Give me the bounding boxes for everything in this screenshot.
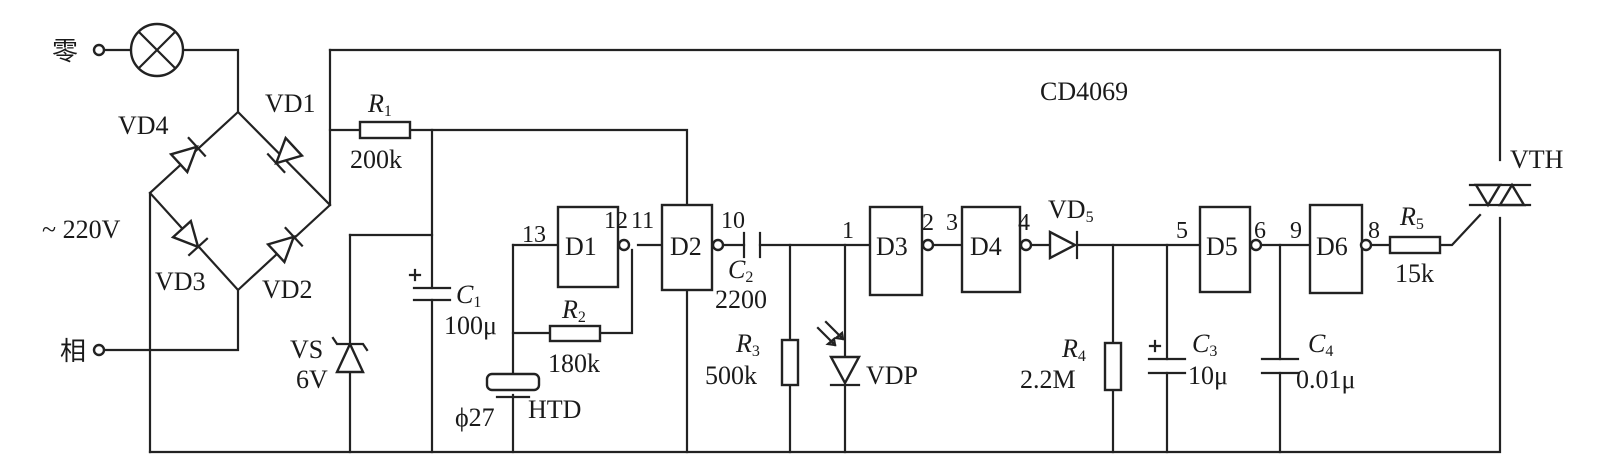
vth-label: VTH: [1510, 145, 1564, 174]
vdp-label: VDP: [866, 361, 918, 390]
c4-value: 0.01μ: [1296, 365, 1355, 394]
phase-label: 相: [60, 337, 86, 367]
c2-label: C2: [728, 255, 753, 286]
r3-value: 500k: [705, 361, 757, 390]
zener-vs: [331, 336, 369, 374]
pin-9: 9: [1290, 218, 1302, 244]
r1-label: R1: [367, 89, 392, 120]
resistor-r1: [358, 120, 412, 140]
pin-13: 13: [522, 222, 546, 248]
r5-value: 15k: [1395, 259, 1434, 288]
pin-12: 12: [604, 208, 628, 234]
c1-label: C1: [456, 280, 481, 311]
c2-value: 2200: [715, 285, 767, 314]
resistor-r4: [1103, 341, 1123, 392]
pin-5: 5: [1176, 218, 1188, 244]
r4-value: 2.2M: [1020, 365, 1076, 394]
gate-d6: [1308, 203, 1373, 295]
pin-11: 11: [631, 208, 654, 234]
diode-vd5: [1048, 230, 1079, 260]
htd-label: HTD: [528, 395, 581, 424]
pin-10: 10: [721, 208, 745, 234]
photodiode-vdp: [816, 320, 862, 387]
supply-label: ~ 220V: [42, 215, 121, 244]
pin-6: 6: [1254, 218, 1266, 244]
resistor-r3: [780, 338, 800, 387]
gate-d2: [660, 203, 725, 292]
gate-d3: [868, 205, 935, 297]
c1-value: 100μ: [444, 311, 497, 340]
vs-label: VS: [290, 335, 323, 364]
vs-value: 6V: [296, 365, 328, 394]
pin-2: 2: [922, 210, 934, 236]
diode-vd3: [170, 218, 209, 257]
neutral-label: 零: [52, 37, 78, 67]
c3-value: 10μ: [1188, 361, 1228, 390]
phase-terminal: [92, 343, 106, 357]
vd4-label: VD4: [118, 111, 169, 140]
gate-d4: [960, 205, 1033, 294]
r4-label: R4: [1061, 334, 1086, 365]
vd5-label: VD5: [1048, 195, 1094, 226]
diode-vd1: [266, 135, 305, 174]
pin-3: 3: [946, 210, 958, 236]
gate-d5-label: D5: [1206, 232, 1238, 261]
vd1-label: VD1: [265, 89, 316, 118]
buzzer-htd: [485, 372, 541, 399]
capacitor-c2: [742, 231, 762, 259]
htd-size: ϕ27: [455, 403, 495, 432]
pin-4: 4: [1018, 210, 1030, 236]
r5-label: R5: [1399, 202, 1424, 233]
gate-d3-label: D3: [876, 232, 908, 261]
vd3-label: VD3: [155, 267, 206, 296]
pin-8: 8: [1368, 218, 1380, 244]
diode-vd2: [265, 226, 304, 265]
c3-label: C3: [1192, 329, 1217, 360]
neutral-terminal: [92, 43, 106, 57]
gate-d5: [1198, 205, 1263, 294]
chip-label: CD4069: [1040, 77, 1128, 106]
pin-1: 1: [842, 218, 854, 244]
r1-value: 200k: [350, 145, 402, 174]
r3-label: R3: [735, 329, 760, 360]
c4-label: C4: [1308, 329, 1333, 360]
triac-vth: [1468, 182, 1532, 208]
gate-d1: [556, 205, 631, 289]
r2-value: 180k: [548, 349, 600, 378]
lamp: [129, 22, 185, 78]
resistor-r5: [1388, 235, 1442, 255]
capacitor-c4: [1260, 357, 1300, 375]
gate-d4-label: D4: [970, 232, 1002, 261]
vd2-label: VD2: [262, 275, 313, 304]
capacitor-c1: [408, 268, 452, 302]
resistor-r2: [548, 324, 602, 343]
gate-d6-label: D6: [1316, 232, 1348, 261]
diode-vd4: [168, 136, 207, 175]
gate-d1-label: D1: [565, 232, 597, 261]
capacitor-c3: [1147, 339, 1187, 375]
wires: [103, 48, 1502, 454]
r2-label: R2: [561, 295, 586, 326]
gate-d2-label: D2: [670, 232, 702, 261]
